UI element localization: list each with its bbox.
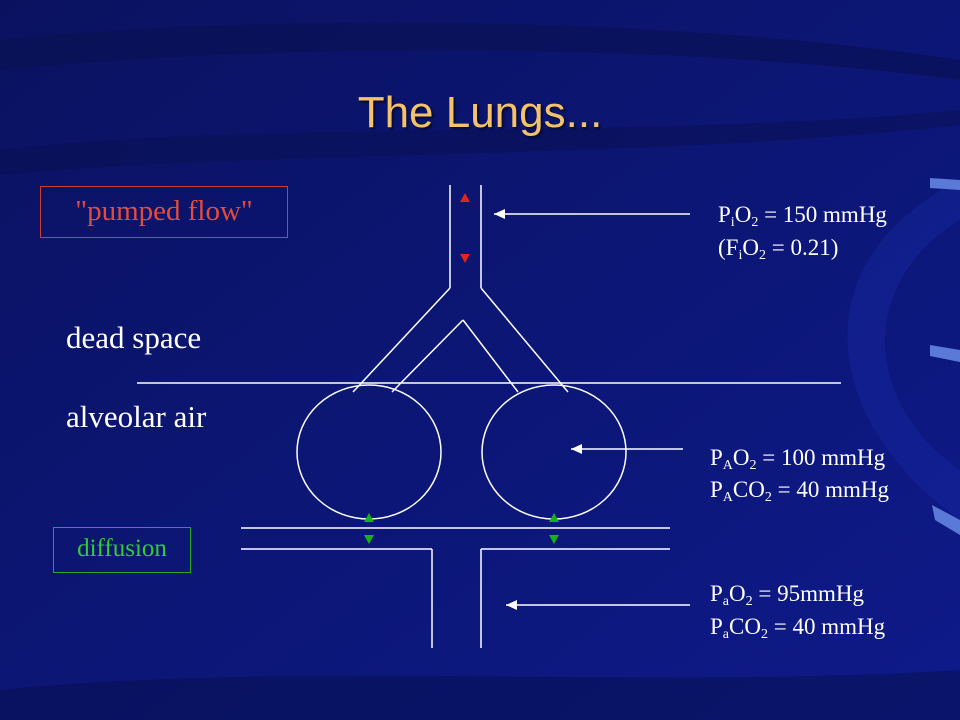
flow-arrow-down-icon	[460, 254, 470, 263]
slide-title: The Lungs...	[357, 88, 603, 137]
pointer-arrow-alveolar	[571, 444, 683, 454]
bronchus-inner-right	[462, 319, 519, 393]
diffusion-arrow-right-up-icon	[549, 513, 559, 522]
diffusion-arrow-right-down-icon	[549, 535, 559, 544]
inspired-po2: PiO2 = 150 mmHg	[718, 202, 887, 230]
alveolus-left	[296, 384, 442, 520]
bronchus-outer-right	[480, 287, 569, 393]
dead-space-label: dead space	[66, 320, 202, 355]
alveolar-air-label: alveolar air	[66, 399, 207, 434]
arterial-po2: PaO2 = 95mmHg	[710, 581, 865, 609]
pointer-arrow-inspired	[494, 209, 690, 219]
alveolar-po2: PAO2 = 100 mmHg	[710, 445, 886, 473]
inspired-fio2: (FiO2 = 0.21)	[718, 235, 839, 263]
pointer-arrow-arterial	[506, 600, 690, 610]
bronchus-outer-left	[352, 287, 451, 393]
bronchus-inner-left	[391, 319, 464, 393]
diffusion-label: diffusion	[53, 527, 191, 573]
alveolar-pco2: PACO2 = 40 mmHg	[710, 477, 889, 505]
flow-arrow-up-icon	[460, 193, 470, 202]
pumped-flow-label: "pumped flow"	[40, 186, 288, 238]
arterial-pco2: PaCO2 = 40 mmHg	[710, 614, 886, 642]
alveolus-right	[481, 384, 627, 520]
diffusion-arrow-left-up-icon	[364, 513, 374, 522]
diffusion-arrow-left-down-icon	[364, 535, 374, 544]
